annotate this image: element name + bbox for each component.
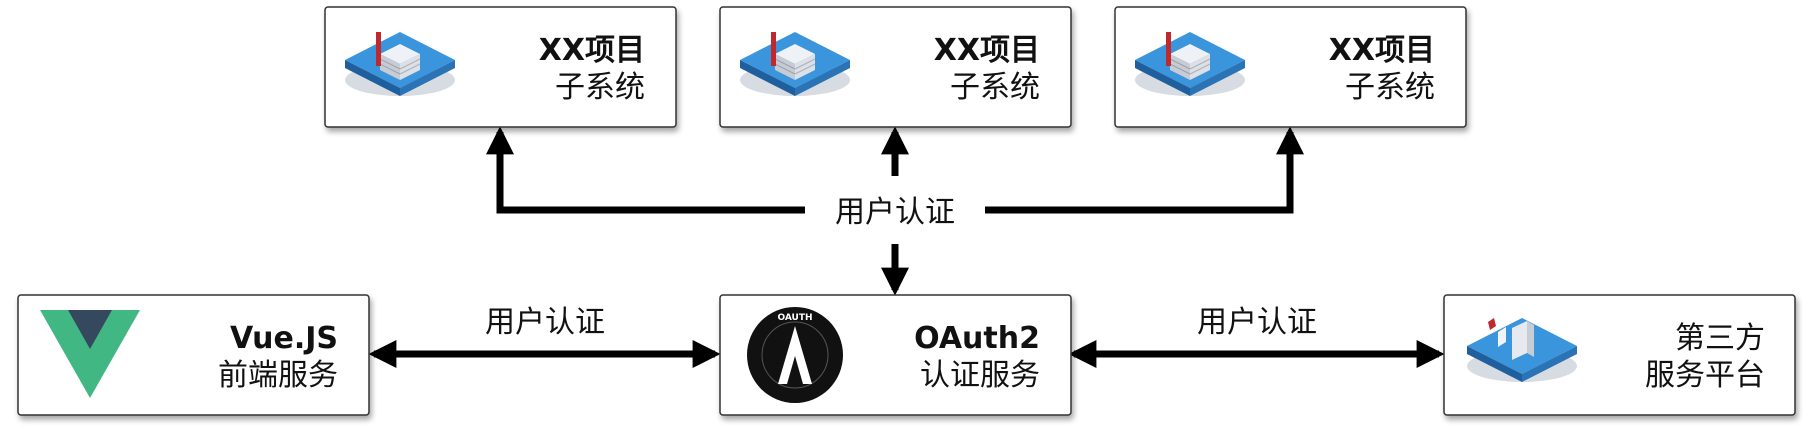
subsystem-box-1: XX项目 子系统 <box>324 6 677 128</box>
oauth-title: OAuth2 <box>914 321 1040 356</box>
oauth-service-box: OAUTH OAuth2 认证服务 <box>719 294 1072 416</box>
connectors <box>368 126 1445 368</box>
subsystem-title: XX项目 <box>539 33 645 68</box>
subsystem-title: XX项目 <box>934 33 1040 68</box>
vue-logo-icon <box>40 310 140 398</box>
subsystem-subtitle: 子系统 <box>555 70 645 105</box>
edge-label-top: 用户认证 <box>835 195 955 230</box>
third-party-box: 第三方 服务平台 <box>1443 294 1796 416</box>
vue-frontend-box: Vue.JS 前端服务 <box>17 294 370 416</box>
vue-title: Vue.JS <box>230 321 338 356</box>
subsystem-subtitle: 子系统 <box>950 70 1040 105</box>
platform-icon <box>1467 318 1577 382</box>
edge-to-subsystem-left <box>486 126 805 214</box>
subsystem-subtitle: 子系统 <box>1345 70 1435 105</box>
subsystem-box-3: XX项目 子系统 <box>1114 6 1467 128</box>
oauth-subtitle: 认证服务 <box>920 358 1040 393</box>
third-party-subtitle: 服务平台 <box>1645 358 1765 393</box>
edge-label-left: 用户认证 <box>485 305 605 340</box>
oauth-logo-icon: OAUTH <box>747 307 843 403</box>
third-party-title: 第三方 <box>1675 321 1765 356</box>
edge-to-subsystem-right <box>985 126 1304 214</box>
oauth-logo-text: OAUTH <box>777 313 812 323</box>
subsystem-title: XX项目 <box>1329 33 1435 68</box>
vue-subtitle: 前端服务 <box>218 358 338 393</box>
subsystem-box-2: XX项目 子系统 <box>719 6 1072 128</box>
edge-label-right: 用户认证 <box>1197 305 1317 340</box>
